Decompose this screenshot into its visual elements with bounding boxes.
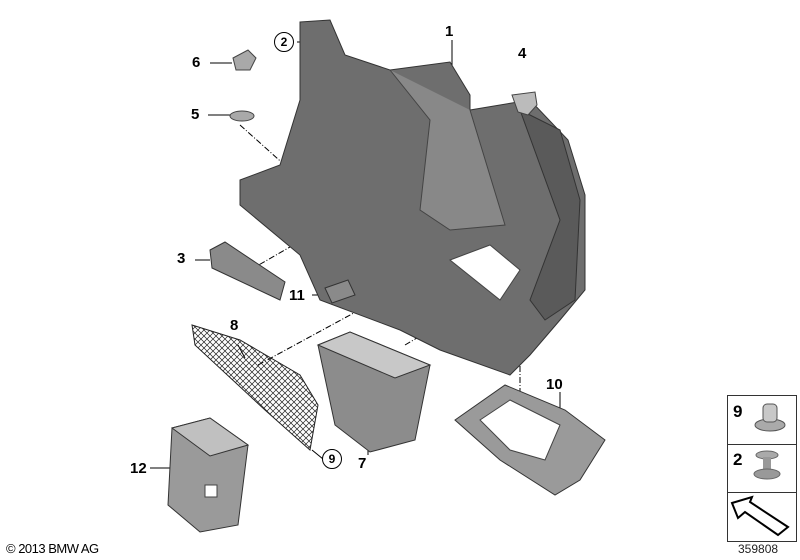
- label-6: 6: [192, 54, 201, 71]
- circled-label-2: 2: [274, 32, 294, 52]
- nut-part-5: [229, 110, 255, 122]
- label-1: 1: [445, 23, 454, 40]
- arrow-icon: [730, 495, 790, 537]
- label-8: 8: [230, 317, 239, 334]
- label-12: 12: [130, 460, 147, 477]
- legend-number: 2: [733, 450, 743, 469]
- trunk-side-trim-panel: [239, 19, 586, 376]
- diagram-number: 359808: [738, 542, 779, 556]
- legend-row-9: 9: [728, 396, 796, 445]
- label-5: 5: [191, 106, 200, 123]
- label-3: 3: [177, 250, 186, 267]
- circled-label-9: 9: [322, 449, 342, 469]
- legend-number: 9: [733, 402, 743, 421]
- label-10: 10: [546, 376, 563, 393]
- label-7: 7: [358, 455, 367, 472]
- legend-icons: [730, 403, 790, 537]
- fastener-legend: 9 2: [727, 395, 797, 542]
- legend-row-2: 2: [728, 444, 796, 493]
- luggage-net-part-8: [191, 324, 319, 451]
- cover-part-11: [324, 279, 356, 304]
- cover-part-3: [209, 241, 286, 301]
- label-4: 4: [518, 45, 527, 62]
- copyright: © 2013 BMW AG: [6, 541, 99, 556]
- hook-part-4: [511, 91, 538, 116]
- label-11: 11: [289, 287, 305, 304]
- cap-part-6: [232, 49, 257, 71]
